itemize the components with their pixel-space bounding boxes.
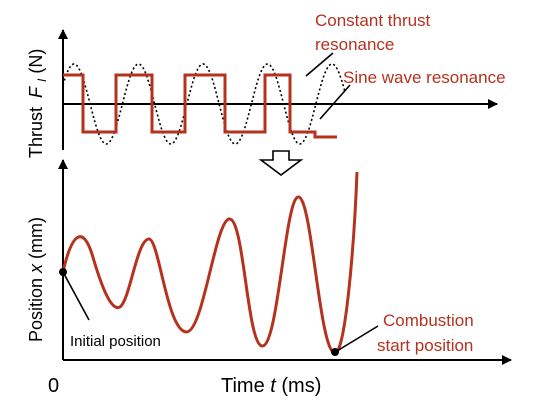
position-trajectory-curve [61, 171, 359, 355]
initial-position-callout-line [62, 271, 90, 321]
time-axis-var: t [270, 375, 277, 397]
thrust-axis-sub: I [35, 78, 49, 82]
position-axis-unit: (mm) [26, 217, 46, 259]
position-axis-label: Position x (mm) [26, 217, 46, 342]
sine-wave-label: Sine wave resonance [343, 68, 506, 87]
combustion-label-line1: Combustion [383, 311, 474, 330]
hollow-down-arrow-icon [258, 150, 304, 176]
position-axis-var: x [26, 263, 46, 274]
square-wave-curve [63, 73, 337, 139]
origin-label: 0 [48, 375, 59, 397]
time-axis-label: Time t (ms) [221, 375, 321, 397]
constant-thrust-label-line1: Constant thrust [315, 11, 431, 30]
sine-wave-callout-line [319, 84, 351, 120]
time-axis-unit: (ms) [281, 375, 321, 397]
sine-wave-curve [62, 63, 346, 145]
thrust-axis-word: Thrust [26, 107, 46, 158]
constant-thrust-label-line2: resonance [315, 35, 394, 54]
position-axis-word: Position [26, 273, 46, 342]
initial-position-label: Initial position [70, 333, 161, 350]
combustion-label-line2: start position [377, 336, 473, 355]
thrust-axis-label: Thrust F I (N) [26, 49, 50, 158]
combustion-start-marker [331, 348, 339, 356]
combustion-callout-line [336, 325, 379, 352]
thrust-axis-unit: (N) [26, 49, 46, 74]
time-axis-word: Time [221, 375, 270, 397]
constant-thrust-callout-line [305, 52, 334, 77]
thrust-axis-var: F [26, 86, 46, 98]
